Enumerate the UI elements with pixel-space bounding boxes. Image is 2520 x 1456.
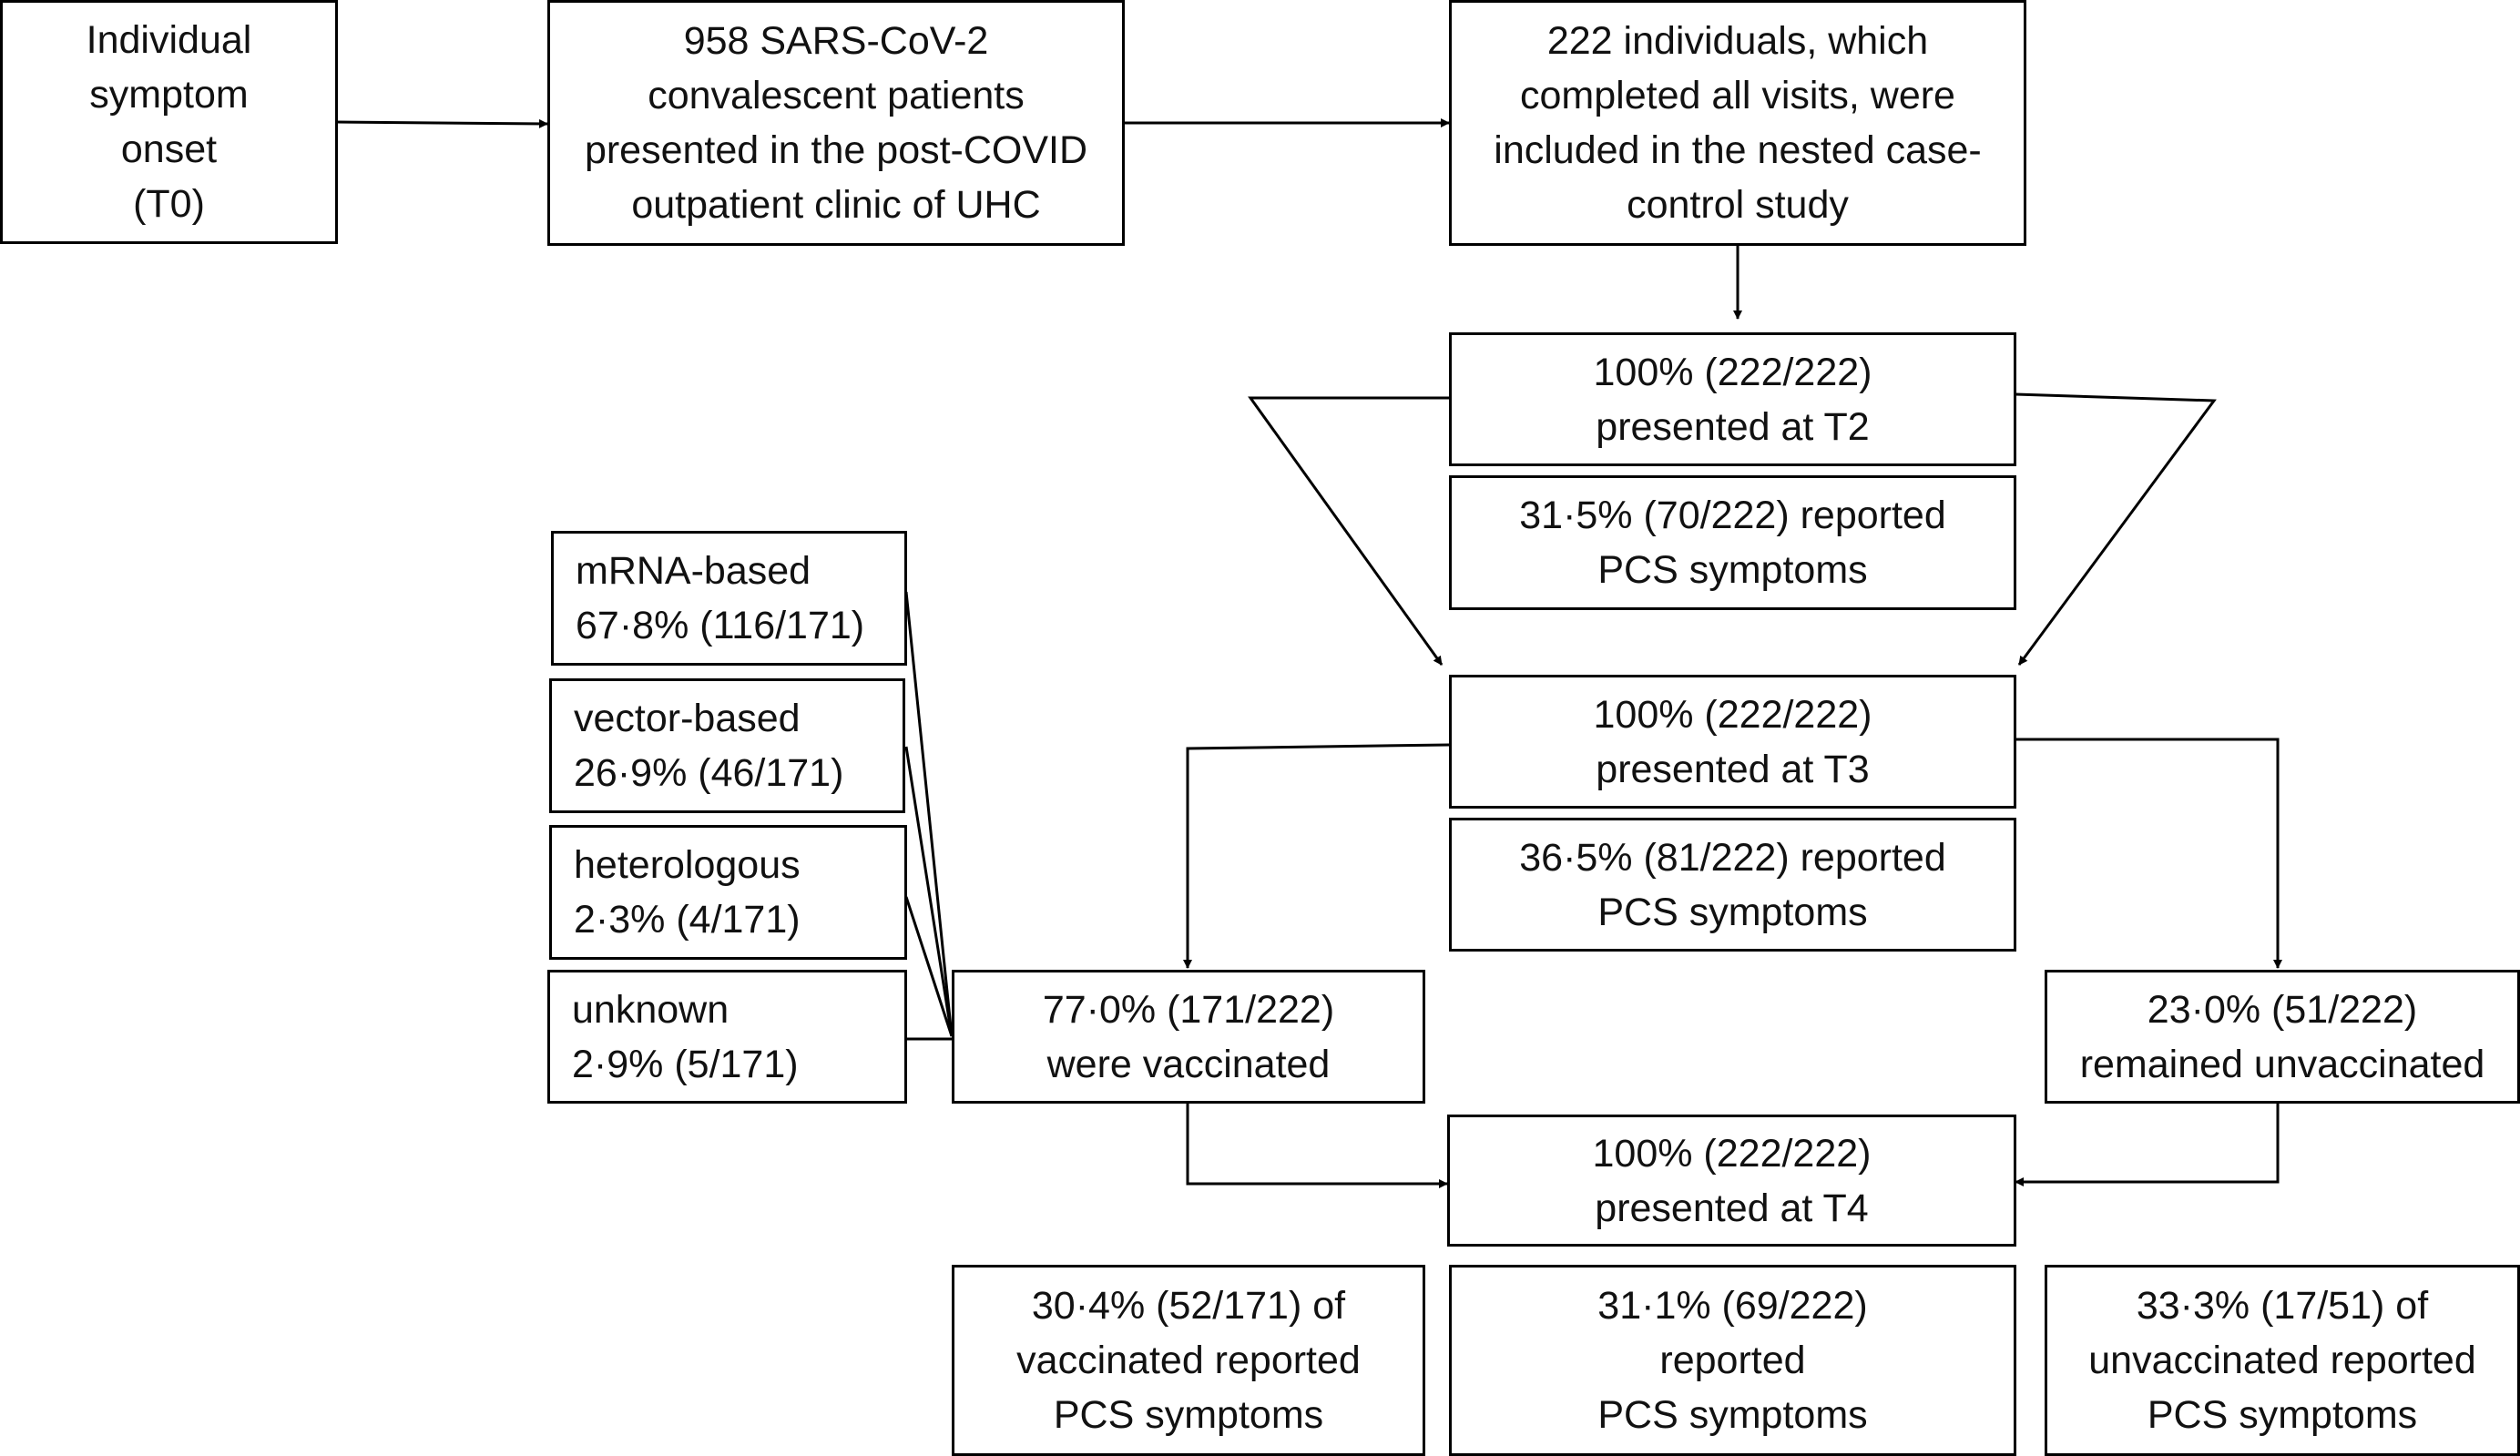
box-text-line: 77·0% (171/222) bbox=[1042, 987, 1335, 1032]
box-text-line: 31·1% (69/222) bbox=[1597, 1284, 1868, 1328]
box-text-line: vaccinated reported bbox=[1016, 1339, 1361, 1382]
box-vector-based: vector-based 26·9% (46/171) bbox=[549, 678, 905, 813]
arrow-t2-to-t3-left bbox=[1248, 396, 1449, 666]
box-text-line: presented at T4 bbox=[1595, 1186, 1869, 1230]
box-text-line: 33·3% (17/51) of bbox=[2136, 1284, 2429, 1328]
box-text-line: heterologous bbox=[574, 843, 801, 887]
box-text-line: 100% (222/222) bbox=[1593, 692, 1872, 737]
box-text-line: PCS symptoms bbox=[1597, 1393, 1868, 1437]
arrow-t3-to-unvaccinated bbox=[2015, 738, 2282, 969]
box-text-line: presented in the post-COVID bbox=[584, 128, 1088, 172]
box-text-line: mRNA-based bbox=[576, 549, 811, 593]
box-presented-t3: 100% (222/222) presented at T3 bbox=[1449, 675, 2016, 809]
box-text-line: 100% (222/222) bbox=[1593, 350, 1872, 394]
box-mrna-based: mRNA-based 67·8% (116/171) bbox=[551, 531, 907, 666]
box-text-line: onset bbox=[120, 127, 218, 171]
box-text-line: 2·3% (4/171) bbox=[574, 898, 801, 942]
box-text-line: 31·5% (70/222) reported bbox=[1519, 494, 1946, 537]
box-text-line: presented at T3 bbox=[1596, 747, 1870, 791]
box-text-line: vector-based bbox=[574, 697, 801, 740]
box-symptom-onset: Individual symptom onset (T0) bbox=[0, 0, 338, 244]
box-text-line: remained unvaccinated bbox=[2079, 1042, 2485, 1086]
arrow-onset-to-patients bbox=[336, 118, 548, 128]
box-text-line: reported bbox=[1659, 1339, 1806, 1382]
box-text-line: 26·9% (46/171) bbox=[574, 751, 844, 795]
box-presented-t4: 100% (222/222) presented at T4 bbox=[1447, 1115, 2016, 1247]
arrow-unvaccinated-to-t4 bbox=[2015, 1104, 2280, 1186]
box-convalescent-patients: 958 SARS-CoV-2 convalescent patients prese… bbox=[547, 0, 1125, 246]
box-text-line: 958 SARS-CoV-2 bbox=[683, 19, 989, 63]
box-text-line: (T0) bbox=[133, 182, 205, 226]
arrow-vaccinated-to-t4 bbox=[1186, 1104, 1448, 1188]
box-text-line: PCS symptoms bbox=[1597, 548, 1868, 592]
box-unknown: unknown 2·9% (5/171) bbox=[547, 970, 907, 1104]
box-text-line: 67·8% (116/171) bbox=[576, 604, 865, 647]
box-text-line: PCS symptoms bbox=[1053, 1393, 1324, 1437]
link-vector-to-vaccinated bbox=[904, 746, 954, 1037]
box-text-line: control study bbox=[1627, 183, 1849, 227]
box-presented-t2: 100% (222/222) presented at T2 bbox=[1449, 332, 2016, 466]
arrow-t2-to-t3-right bbox=[2015, 392, 2217, 666]
box-text-line: 222 individuals, which bbox=[1546, 19, 1929, 63]
link-mrna-to-vaccinated bbox=[904, 591, 954, 1037]
box-text-line: unknown bbox=[572, 987, 729, 1032]
box-text-line: 30·4% (52/171) of bbox=[1031, 1284, 1346, 1328]
box-text-line: PCS symptoms bbox=[2147, 1393, 2418, 1437]
box-text-line: 23·0% (51/222) bbox=[2147, 987, 2418, 1032]
box-unvaccinated: 23·0% (51/222) remained unvaccinated bbox=[2045, 970, 2520, 1104]
box-heterologous: heterologous 2·3% (4/171) bbox=[549, 825, 907, 960]
box-text-line: included in the nested case- bbox=[1494, 128, 1982, 172]
link-heterologous-to-vaccinated bbox=[904, 896, 954, 1037]
arrow-t3-to-vaccinated bbox=[1183, 743, 1450, 969]
box-text-line: 36·5% (81/222) reported bbox=[1519, 835, 1946, 880]
box-text-line: PCS symptoms bbox=[1597, 890, 1868, 934]
box-text-line: 2·9% (5/171) bbox=[572, 1042, 799, 1086]
box-text-line: convalescent patients bbox=[648, 74, 1025, 117]
box-text-line: were vaccinated bbox=[1046, 1042, 1331, 1086]
box-text-line: 100% (222/222) bbox=[1592, 1131, 1872, 1176]
box-included-study: 222 individuals, which completed all visi… bbox=[1449, 0, 2026, 246]
box-text-line: symptom bbox=[89, 73, 249, 117]
box-text-line: outpatient clinic of UHC bbox=[631, 183, 1041, 227]
box-text-line: unvaccinated reported bbox=[2088, 1339, 2476, 1382]
box-text-line: presented at T2 bbox=[1596, 404, 1870, 449]
box-text-line: Individual bbox=[86, 18, 252, 62]
box-vaccinated: 77·0% (171/222) were vaccinated bbox=[952, 970, 1425, 1104]
box-text-line: completed all visits, were bbox=[1520, 74, 1955, 117]
